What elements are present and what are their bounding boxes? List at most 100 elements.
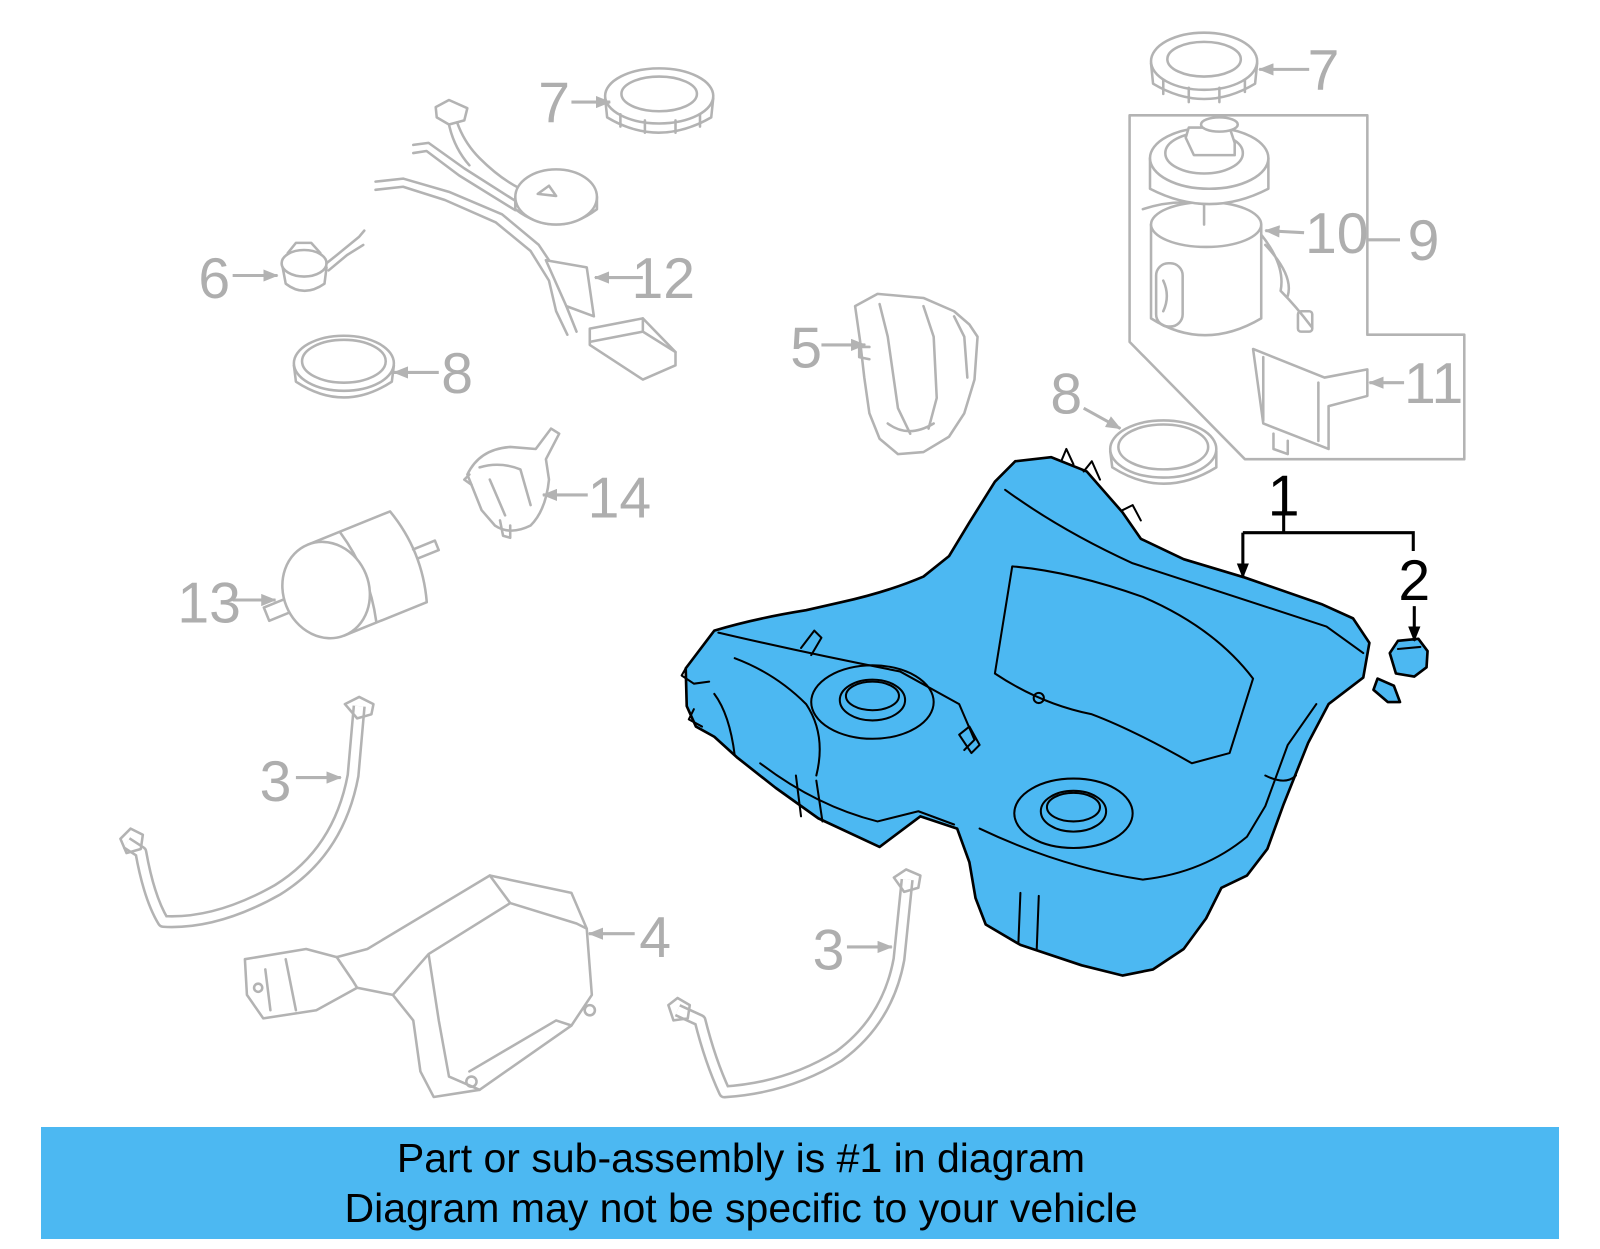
callouts: 7 10 9 11 8 1 2 7 12 6 8 5 14 13 3 4 3 xyxy=(177,39,1463,983)
tank-hole xyxy=(1032,691,1045,705)
pump-wires xyxy=(1259,233,1313,328)
callout-12: 12 xyxy=(631,247,695,311)
info-banner: Part or sub-assembly is #1 in diagram Di… xyxy=(41,1127,1559,1239)
callout-2: 2 xyxy=(1398,549,1430,613)
leader-10 xyxy=(1264,225,1305,238)
shield-lip xyxy=(886,422,935,433)
shield-hole xyxy=(583,1003,597,1017)
part-3-strap-bottom xyxy=(667,868,922,1099)
bracket-tab xyxy=(1272,432,1290,456)
tank-rim-line xyxy=(1004,488,1365,655)
strap-outline xyxy=(122,705,366,929)
seal-side xyxy=(292,364,396,399)
strap-end-bottom xyxy=(119,827,145,855)
leader-lines xyxy=(232,63,1421,954)
pump-connector xyxy=(1184,126,1236,157)
part-13-filter xyxy=(262,510,441,640)
tank-opening-right xyxy=(1039,789,1108,833)
ring-side xyxy=(1149,61,1259,101)
callout-13: 13 xyxy=(177,571,241,635)
banner-line-disclaimer: Diagram may not be specific to your vehi… xyxy=(344,1185,1138,1231)
shield-outline xyxy=(853,292,979,456)
seal-top xyxy=(1108,419,1218,479)
sender-connector xyxy=(434,98,469,126)
shield-hole xyxy=(465,1075,478,1089)
strap-face xyxy=(124,705,364,926)
tank-ridges xyxy=(794,774,1297,951)
shield-folds xyxy=(264,874,589,1092)
pump-wire-plug xyxy=(1296,309,1314,333)
shield-plate xyxy=(243,874,594,1099)
part-7-ring-left xyxy=(603,67,715,134)
shield-ribs xyxy=(878,302,969,435)
part-5-shield xyxy=(853,292,979,456)
sender-tube-b xyxy=(374,185,569,336)
sender-float-edges xyxy=(588,317,677,354)
pump-body-top xyxy=(1149,200,1263,249)
part-1-tank-highlighted xyxy=(680,447,1402,977)
part-7-ring-top-right xyxy=(1149,31,1259,104)
seal-opening xyxy=(1117,423,1210,471)
ring-opening xyxy=(1166,40,1243,78)
cap-body xyxy=(1388,637,1429,678)
callout-1: 1 xyxy=(1268,464,1300,528)
leader-1-bracket xyxy=(1242,510,1415,552)
callout-6: 6 xyxy=(198,247,230,311)
ring-notches xyxy=(619,113,702,134)
leader-8-right xyxy=(1082,406,1122,430)
tank-lower-right-edge xyxy=(978,703,1318,881)
callout-3-bottom: 3 xyxy=(813,918,845,982)
part-3-strap-left xyxy=(119,695,375,929)
cap-edge xyxy=(1396,645,1422,651)
ring-notches xyxy=(1161,78,1247,104)
part-10-pump-module xyxy=(1141,116,1314,337)
callout-3-left: 3 xyxy=(260,750,292,814)
part-4-underbody-shield xyxy=(243,874,597,1099)
banner-text: Part or sub-assembly is #1 in diagram Di… xyxy=(41,1133,1441,1233)
tank-opening-left-surround xyxy=(810,664,935,740)
callout-10: 10 xyxy=(1305,202,1369,266)
seal-opening xyxy=(300,338,387,384)
part-12-sender-unit xyxy=(374,98,677,381)
tank-outline xyxy=(684,455,1371,977)
sender-tube-c xyxy=(411,141,522,212)
clip-pins xyxy=(325,229,366,272)
tank-left-contour xyxy=(713,657,821,777)
callout-9: 9 xyxy=(1408,209,1440,273)
tank-opening-left-inner xyxy=(844,680,900,712)
tank-opening-right-inner xyxy=(1045,791,1102,823)
bracket-plate xyxy=(1251,347,1369,451)
sender-wires xyxy=(447,121,522,191)
part-6-clip xyxy=(280,229,366,293)
tank-opening-right-surround xyxy=(1013,777,1134,849)
holder-tab xyxy=(498,519,512,540)
strap-end-top xyxy=(343,695,375,720)
tank-left-lips xyxy=(680,667,711,728)
ring-opening xyxy=(620,75,699,113)
strap-face xyxy=(675,879,912,1096)
callout-14: 14 xyxy=(588,466,652,530)
seal-side xyxy=(1108,449,1218,485)
ring-side xyxy=(603,96,715,134)
tank-lower-left-edge xyxy=(759,762,956,826)
tank-opening-left xyxy=(838,678,907,722)
callout-8-right: 8 xyxy=(1050,362,1082,426)
tank-top-tabs xyxy=(800,447,1142,755)
clip-cap xyxy=(286,241,322,255)
part-8-seal-right xyxy=(1108,419,1218,485)
callout-7-left: 7 xyxy=(538,71,570,135)
pump-body xyxy=(1149,223,1263,337)
strap-end-top xyxy=(892,868,922,894)
sender-float xyxy=(588,317,677,381)
part-14-holder xyxy=(463,427,561,540)
sender-arm-bracket xyxy=(544,258,596,318)
part-11-bracket xyxy=(1251,347,1369,456)
callout-11: 11 xyxy=(1404,352,1463,416)
pump-window xyxy=(1154,262,1184,328)
sender-flange-mark xyxy=(536,184,558,198)
strap-end-bottom xyxy=(667,996,692,1022)
holder-body xyxy=(466,427,561,532)
assembly-9-outline xyxy=(1128,114,1466,461)
callout-8-left: 8 xyxy=(441,342,473,406)
